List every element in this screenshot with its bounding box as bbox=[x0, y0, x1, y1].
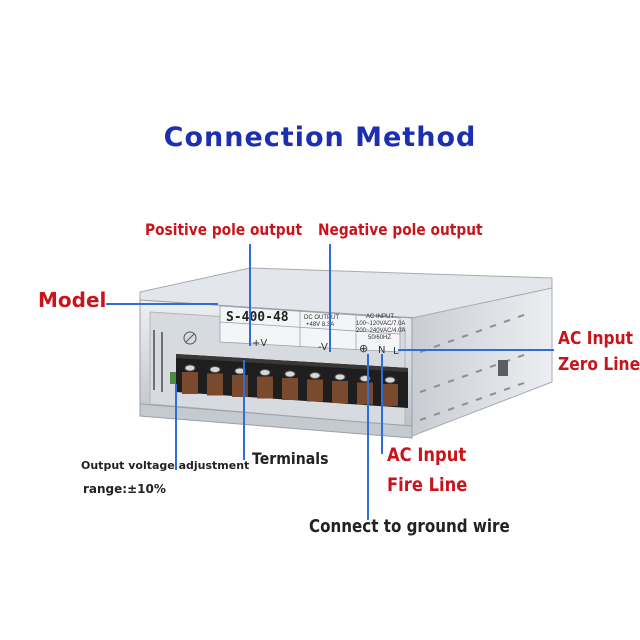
terminal-screw bbox=[309, 372, 321, 379]
ac-input-fire-label: AC Input bbox=[387, 444, 467, 466]
negative-pole-output-label: Negative pole output bbox=[318, 220, 483, 239]
ac-freq-text: 50/60HZ bbox=[368, 335, 391, 341]
dc-output-text: DC OUTPUT bbox=[304, 315, 339, 321]
adjustment-range-label: range:±10% bbox=[83, 482, 166, 496]
plus-v-marking: +V bbox=[252, 338, 267, 349]
terminal-screw bbox=[384, 376, 396, 384]
model-label: Model bbox=[38, 288, 107, 312]
terminals-label: Terminals bbox=[252, 449, 329, 468]
ac-line2-text: 200~240VAC/4.0A bbox=[356, 328, 405, 334]
terminal-contact bbox=[207, 373, 223, 396]
dc-output-value-text: +48V 8.3A bbox=[306, 322, 334, 328]
ac-line1-text: 100~120VAC/7.0A bbox=[356, 321, 405, 327]
terminal-contact bbox=[282, 378, 298, 400]
terminal-contact bbox=[382, 384, 398, 406]
output-voltage-adjustment-label: Output voltage adjustment bbox=[81, 459, 250, 472]
adjustment-dial-icon bbox=[183, 331, 197, 345]
vent-slots bbox=[419, 314, 525, 421]
fire-line-label: Fire Line bbox=[387, 474, 468, 496]
minus-v-marking: -V bbox=[318, 342, 328, 353]
terminal-contact bbox=[332, 381, 348, 403]
terminal-screw bbox=[184, 364, 196, 372]
ac-input-zero-label: AC Input bbox=[558, 328, 634, 349]
ground-wire-label: Connect to ground wire bbox=[309, 516, 510, 537]
n-marking: N bbox=[378, 345, 385, 356]
model-number-text: S-400-48 bbox=[226, 310, 289, 325]
ac-input-text: AC INPUT bbox=[366, 314, 394, 320]
positive-pole-output-label: Positive pole output bbox=[145, 220, 303, 239]
ground-marking: ⊕ bbox=[359, 342, 368, 355]
zero-line-label: Zero Line bbox=[558, 354, 640, 375]
l-marking: L bbox=[393, 346, 399, 357]
potentiometer bbox=[170, 372, 180, 384]
terminal-contact bbox=[182, 372, 198, 394]
terminal-screw bbox=[334, 373, 346, 381]
terminal-block bbox=[176, 354, 408, 408]
terminal-screw bbox=[284, 370, 296, 378]
terminal-contact bbox=[257, 376, 273, 399]
terminal-contact bbox=[307, 379, 323, 402]
terminal-screw bbox=[259, 369, 271, 376]
page-title: Connection Method bbox=[163, 122, 477, 153]
terminal-screw bbox=[209, 366, 221, 373]
